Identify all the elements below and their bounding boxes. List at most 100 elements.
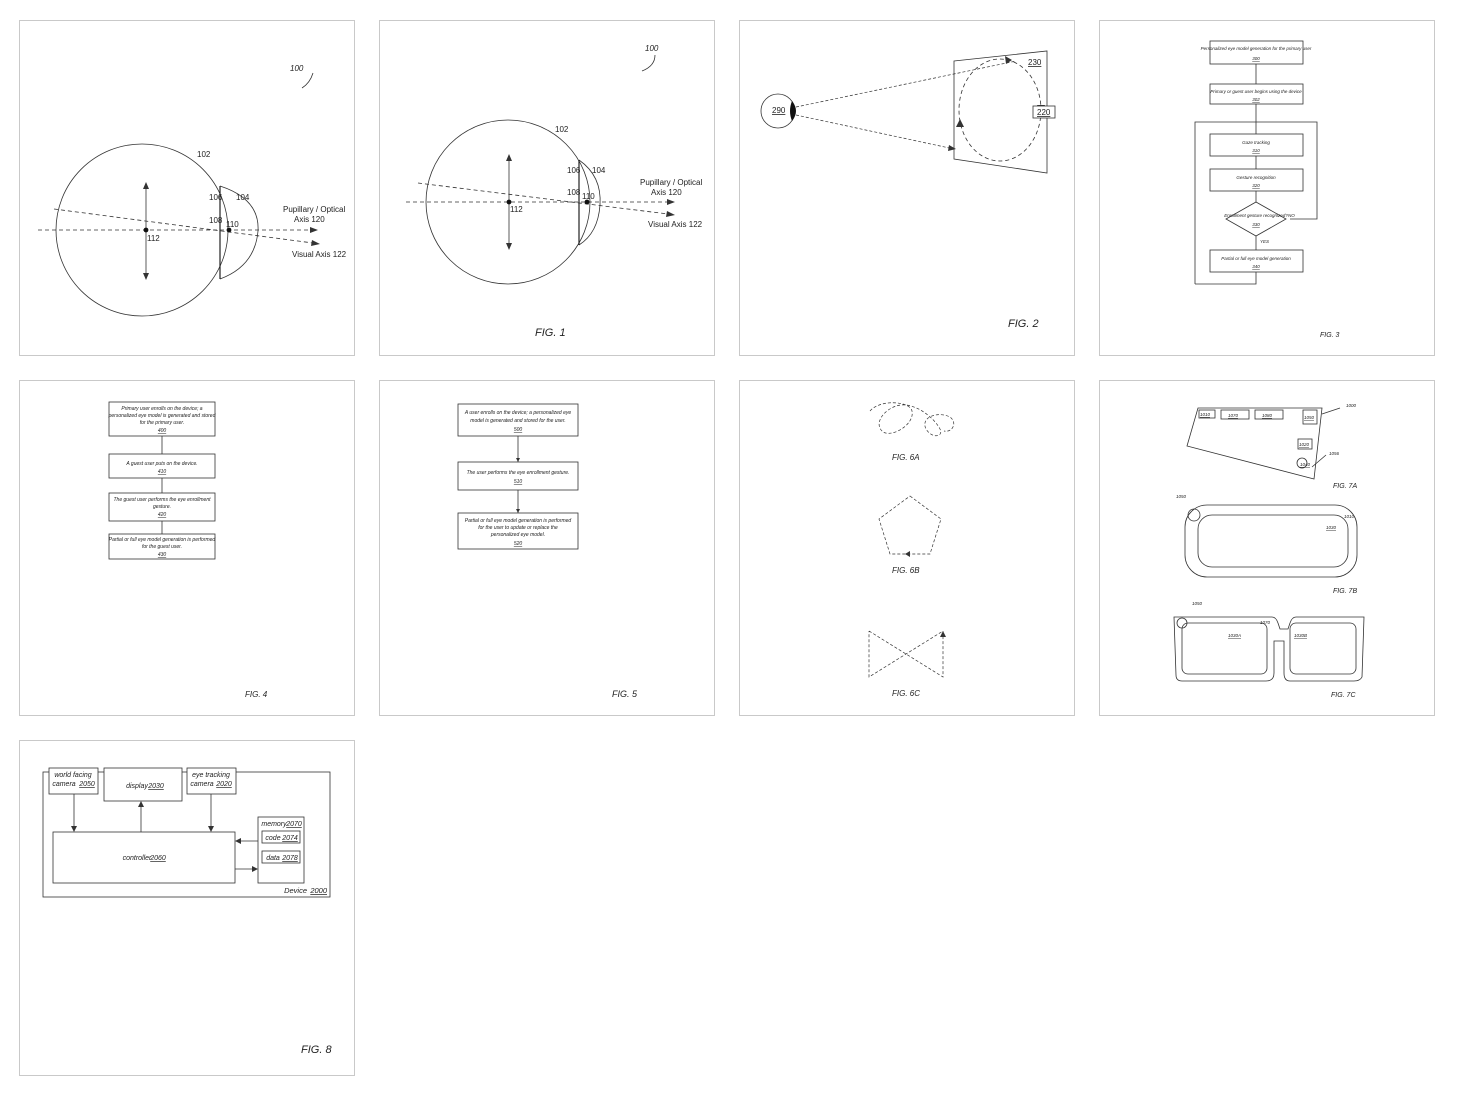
world-camera-box — [48, 767, 99, 795]
device-7b-outer — [1184, 504, 1358, 578]
fig-6-gestures: FIG. 6A FIG. 6B FIG. 6C — [868, 402, 955, 698]
world-camera-ref: 2050 — [78, 781, 95, 788]
figure-tile-fig-8: world facing camera 2050 display 2030 ey… — [19, 740, 355, 1076]
label-104: 104 — [236, 193, 250, 202]
label-7b-1050: 1050 — [1176, 494, 1187, 499]
device-ref: 2000 — [309, 886, 328, 895]
ref-label: 100 — [645, 44, 659, 53]
fig-3-flowchart: Personalized eye model generation for th… — [1194, 40, 1340, 339]
step-500-line: A user enrolls on the device; a personal… — [464, 410, 571, 416]
caption-fig-6c: FIG. 6C — [892, 689, 920, 698]
step-300-text: Personalized eye model generation for th… — [1201, 46, 1312, 51]
bowtie-arrow — [940, 631, 946, 637]
target-box — [1032, 105, 1056, 119]
gesture-scribble — [869, 402, 955, 437]
no-label: NO — [1288, 213, 1295, 218]
label-axis-120: Axis 120 — [294, 215, 325, 224]
label-102: 102 — [555, 125, 569, 134]
lens-left — [1181, 622, 1268, 675]
eye-camera-ref: 2020 — [215, 781, 232, 788]
step-320-box — [1209, 168, 1304, 192]
pupillary-arrow — [667, 199, 675, 205]
label-1080: 1080 — [1262, 413, 1273, 418]
figure-caption: FIG. 3 — [1320, 332, 1340, 339]
gaze-arrow — [948, 145, 956, 151]
label-106: 106 — [567, 166, 581, 175]
data-label: data — [266, 855, 280, 862]
component-1010 — [1198, 409, 1216, 419]
device-7a-outline — [1186, 407, 1323, 480]
step-430-line: Partial or full eye model generation is … — [109, 537, 216, 543]
label-axis-120: Axis 120 — [651, 188, 682, 197]
step-302-box — [1209, 83, 1304, 105]
step-420-line: gesture. — [153, 504, 171, 510]
label-1000: 1000 — [1346, 403, 1357, 408]
eye-camera-label: camera — [190, 781, 213, 788]
label-pupillary: Pupillary / Optical — [283, 205, 345, 214]
step-340-text: Partial or full eye model generation — [1221, 256, 1291, 261]
step-420-line: The guest user performs the eye enrollme… — [114, 497, 212, 503]
step-520-ref: 520 — [514, 541, 523, 547]
gaze-path-ellipse — [958, 58, 1042, 162]
step-510-box — [457, 461, 579, 491]
visual-axis-line — [417, 182, 669, 215]
figure-caption: FIG. 4 — [245, 690, 268, 699]
label-230: 230 — [1028, 58, 1042, 67]
controller-label: controller — [123, 855, 152, 862]
figure-tile-eye-diagram: 100 102 104 106 108 110 112 Pupillary / … — [19, 20, 355, 356]
label-110: 110 — [226, 220, 239, 229]
figure-tile-fig-5: A user enrolls on the device; a personal… — [379, 380, 715, 716]
connector — [1195, 272, 1257, 285]
fig-5-flowchart: A user enrolls on the device; a personal… — [457, 403, 638, 699]
component-1080 — [1254, 409, 1284, 420]
decision-330-ref: 330 — [1252, 222, 1260, 227]
label-1020: 1020 — [1299, 442, 1310, 447]
label-visual-axis: Visual Axis 122 — [648, 220, 703, 229]
pupillary-arrow — [310, 227, 318, 233]
figure-tile-fig-4: Primary user enrolls on the device; a pe… — [19, 380, 355, 716]
label-102: 102 — [197, 150, 211, 159]
label-1030b: 1030B — [1294, 633, 1307, 638]
arrowhead — [71, 826, 77, 832]
step-520-box — [457, 512, 579, 550]
display-box — [103, 767, 183, 802]
step-400-ref: 400 — [158, 428, 167, 434]
fig-8-block-diagram: world facing camera 2050 display 2030 ey… — [42, 767, 332, 1056]
path-arrow-top — [1005, 56, 1012, 64]
figure-tile-fig-1: 100 102 104 106 108 110 112 Pupillary / … — [379, 20, 715, 356]
figure-tile-fig-2: 290 220 230 FIG. 2 — [739, 20, 1075, 356]
label-112: 112 — [510, 205, 523, 214]
step-340-box — [1209, 249, 1304, 273]
step-420-ref: 420 — [158, 512, 167, 518]
gesture-pentagon — [878, 495, 942, 555]
ref-leader — [301, 72, 314, 89]
step-520-line: for the user to update or replace the — [478, 525, 558, 531]
caption-fig-6a: FIG. 6A — [892, 453, 920, 462]
leader-1056 — [1311, 454, 1327, 468]
step-500-ref: 500 — [514, 427, 523, 433]
display-screen — [953, 50, 1048, 174]
label-1010: 1010 — [1200, 412, 1211, 417]
step-410-ref: 410 — [158, 469, 167, 475]
figure-tile-fig-6: FIG. 6A FIG. 6B FIG. 6C — [739, 380, 1075, 716]
eye-camera-box — [186, 767, 237, 795]
cornea-curve — [219, 185, 259, 280]
ref-leader — [641, 54, 656, 72]
data-ref: 2078 — [281, 855, 298, 862]
connector-arrow — [516, 509, 520, 513]
caption-fig-7a: FIG. 7A — [1333, 483, 1357, 490]
arrow-down — [506, 243, 512, 250]
label-7b-1010: 1010 — [1344, 514, 1355, 519]
figure-tile-fig-3: Personalized eye model generation for th… — [1099, 20, 1435, 356]
display-label: display — [126, 783, 148, 790]
label-290: 290 — [772, 106, 786, 115]
step-400-line: for the primary user. — [140, 420, 185, 426]
component-1070 — [1220, 409, 1250, 420]
fig-4-flowchart: Primary user enrolls on the device; a pe… — [108, 401, 268, 699]
label-108: 108 — [567, 188, 581, 197]
cornea-curve — [578, 159, 601, 246]
visual-axis-line — [53, 208, 314, 244]
decision-330-text: Enrollment gesture recognized? — [1224, 213, 1288, 218]
step-510-line: The user performs the eye enrollment ges… — [467, 470, 570, 476]
step-400-line: personalized eye model is generated and … — [108, 413, 216, 419]
